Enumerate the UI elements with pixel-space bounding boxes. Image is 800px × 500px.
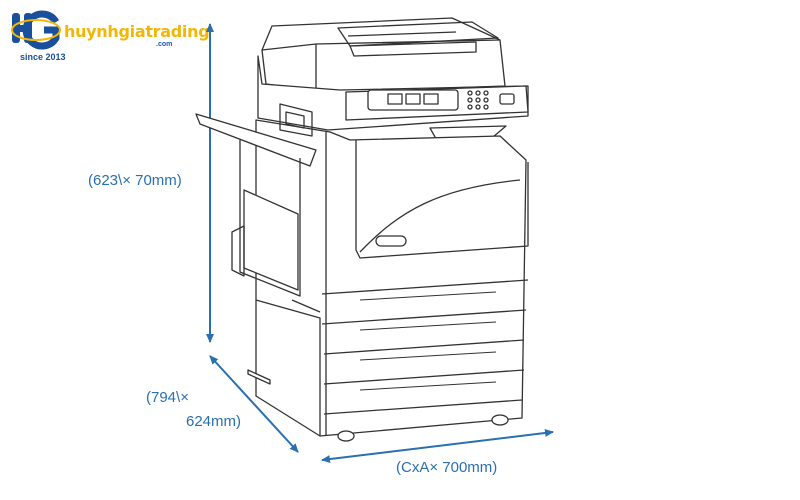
logo-name: huynhgiatrading bbox=[64, 22, 210, 41]
width-dimension-label: (CxA× 700mm) bbox=[396, 459, 498, 476]
main-body bbox=[255, 119, 529, 437]
depth-dimension-label-line2: 624mm) bbox=[186, 413, 242, 430]
brand-logo[interactable]: huynhgiatrading .com since 2013 bbox=[6, 8, 210, 68]
width-arrow bbox=[321, 428, 554, 464]
bypass-tray bbox=[195, 103, 317, 297]
depth-dimension-label-line1: (794\× bbox=[146, 389, 189, 406]
logo-mark-icon bbox=[11, 10, 61, 50]
paper-drawers bbox=[321, 279, 529, 415]
scanner-unit bbox=[257, 55, 529, 131]
logo-dotcom: .com bbox=[156, 41, 173, 48]
depth-arrow bbox=[209, 355, 299, 453]
logo-since: since 2013 bbox=[20, 52, 66, 62]
base bbox=[247, 299, 509, 442]
height-dimension-label: (623\× 70mm) bbox=[88, 172, 182, 189]
document-feeder bbox=[261, 17, 506, 93]
